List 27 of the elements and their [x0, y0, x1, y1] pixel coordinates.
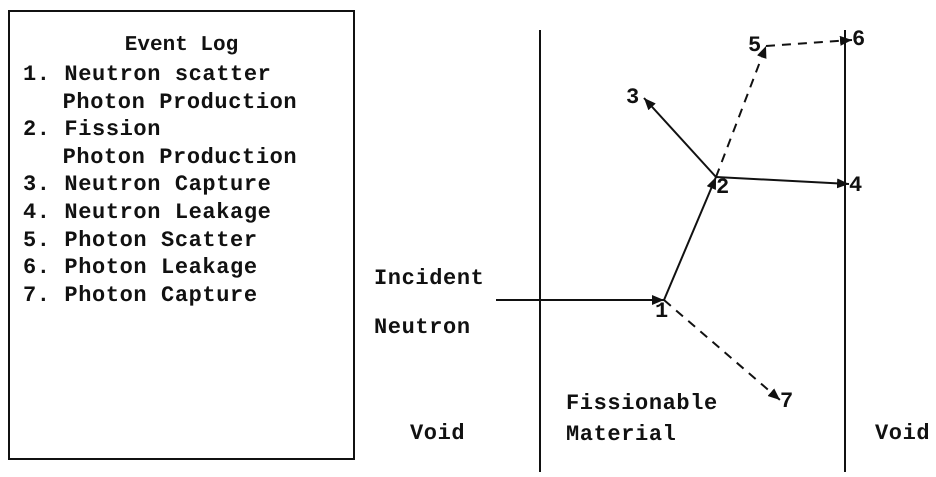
region-label: Fissionable Material [566, 390, 719, 449]
particle-track [663, 299, 781, 401]
particle-label: Incident Neutron [374, 254, 496, 352]
log-entry: 2. Fission Photon Production [23, 116, 298, 172]
particle-track [496, 295, 664, 305]
panel-title: Event Log [124, 34, 240, 57]
log-entry: 6. Photon Leakage [23, 254, 258, 282]
log-entry: 1. Neutron scatter Photon Production [23, 61, 298, 116]
event-number: 2 [716, 176, 734, 200]
log-entry: 3. Neutron Capture [23, 171, 272, 199]
event-number: 5 [748, 34, 766, 58]
particle-track [716, 176, 850, 188]
log-entry: 4. Neutron Leakage [23, 198, 272, 227]
event-number: 7 [780, 390, 798, 414]
event-number: 6 [852, 28, 870, 52]
region-label: Void [875, 420, 932, 448]
particle-track [715, 46, 767, 178]
event-log-panel [8, 10, 355, 460]
event-number: 1 [655, 300, 673, 324]
event-number: 4 [849, 174, 867, 198]
particle-track [766, 36, 852, 47]
log-entry: 5. Photon Scatter [23, 226, 258, 254]
event-number: 3 [626, 86, 644, 110]
log-entry: 7. Photon Capture [23, 282, 258, 310]
particle-track [663, 176, 717, 300]
region-label: Void [410, 420, 466, 448]
particle-track [643, 97, 717, 178]
